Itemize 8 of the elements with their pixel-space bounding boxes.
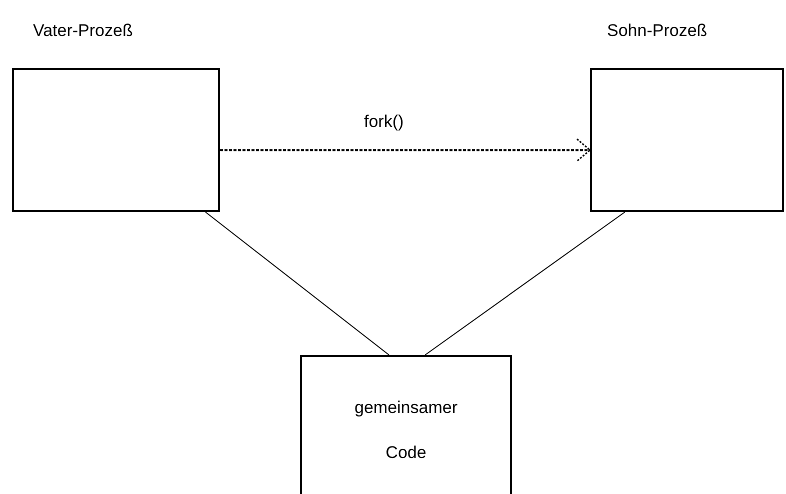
process-box — [300, 355, 512, 494]
process-heading: Sohn-Prozeß — [607, 21, 708, 41]
connector-line — [424, 212, 626, 356]
box-text: gemeinsamer Code — [354, 397, 458, 464]
edge-label: fork() — [362, 112, 406, 132]
arrow — [220, 138, 591, 162]
connector-line — [204, 212, 390, 356]
process-heading: Vater-Prozeß — [33, 21, 133, 41]
